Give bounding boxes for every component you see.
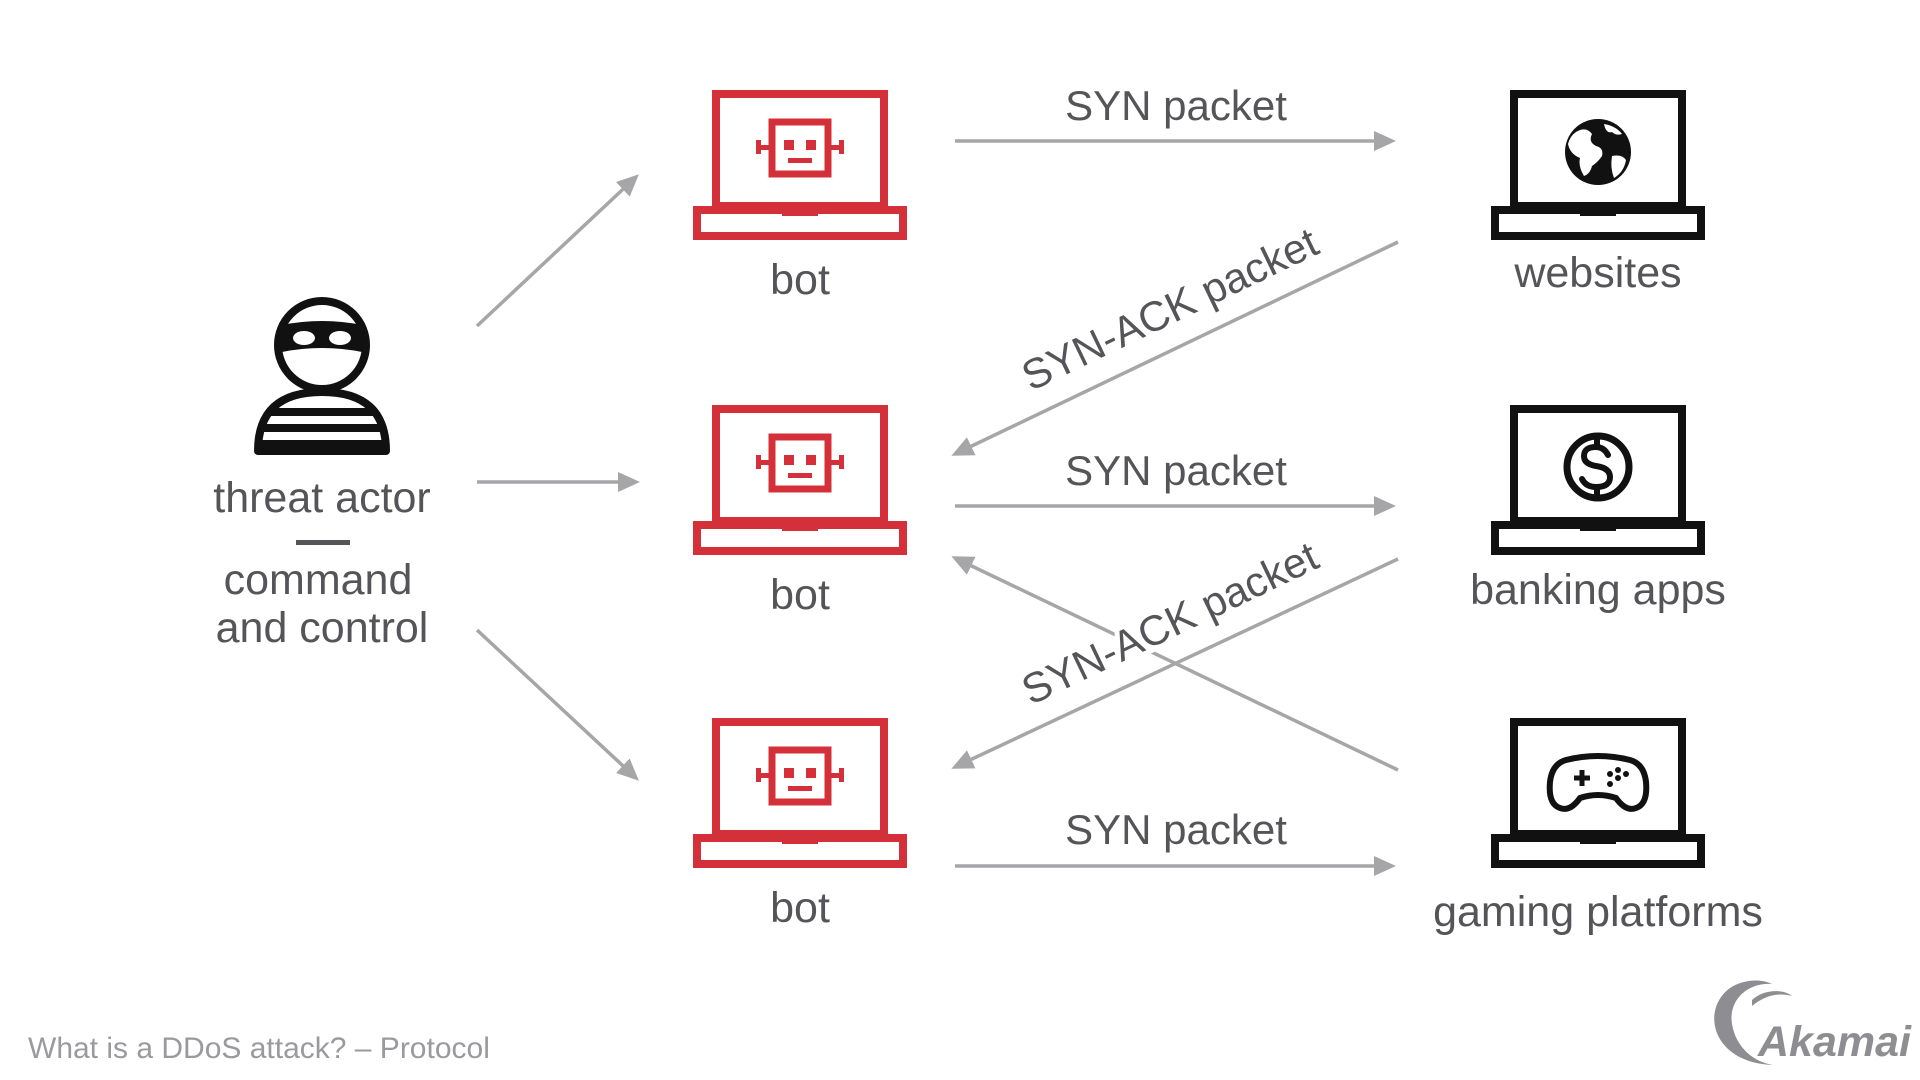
syn-label-3: SYN packet bbox=[1065, 806, 1287, 853]
target-label-2: banking apps bbox=[1470, 566, 1726, 614]
bot-laptop-3 bbox=[693, 718, 907, 868]
target-label-1: websites bbox=[1513, 249, 1681, 297]
arrow-actor-to-bot-3 bbox=[475, 628, 639, 781]
robot-icon bbox=[756, 118, 844, 178]
robot-icon bbox=[756, 433, 844, 493]
diagram-caption: What is a DDoS attack? – Protocol bbox=[28, 1032, 490, 1065]
synack-label-2: SYN-ACK packet bbox=[1014, 532, 1325, 714]
command-label: command bbox=[224, 556, 413, 604]
bot-laptop-1 bbox=[693, 90, 907, 240]
synack-arrow-websites-to-bot-2 bbox=[951, 240, 1399, 456]
gamepad-icon bbox=[1546, 753, 1650, 812]
akamai-logo: Akamai bbox=[1714, 980, 1912, 1066]
globe-icon bbox=[1565, 119, 1631, 185]
target-laptop-1 bbox=[1491, 90, 1705, 240]
bot-label-2: bot bbox=[770, 571, 830, 619]
syn-label-2: SYN packet bbox=[1065, 447, 1287, 494]
synack-arrow-gaming-to-bot-2 bbox=[951, 556, 1399, 772]
bot-laptop-2 bbox=[693, 405, 907, 555]
akamai-wordmark: Akamai bbox=[1757, 1018, 1912, 1066]
robot-icon bbox=[756, 746, 844, 806]
label-divider bbox=[296, 540, 350, 545]
bot-label-1: bot bbox=[770, 256, 830, 304]
threat-actor-icon bbox=[254, 297, 390, 455]
target-laptop-2 bbox=[1491, 405, 1705, 555]
arrow-actor-to-bot-1 bbox=[475, 174, 639, 328]
target-label-3: gaming platforms bbox=[1433, 888, 1763, 936]
and-control-label: and control bbox=[216, 604, 429, 652]
bot-label-3: bot bbox=[770, 884, 830, 932]
threat-actor-label: threat actor bbox=[213, 474, 431, 522]
target-laptop-3 bbox=[1491, 718, 1705, 868]
synack-label-1: SYN-ACK packet bbox=[1014, 218, 1325, 400]
syn-label-1: SYN packet bbox=[1065, 82, 1287, 129]
dollar-icon bbox=[1563, 432, 1633, 502]
